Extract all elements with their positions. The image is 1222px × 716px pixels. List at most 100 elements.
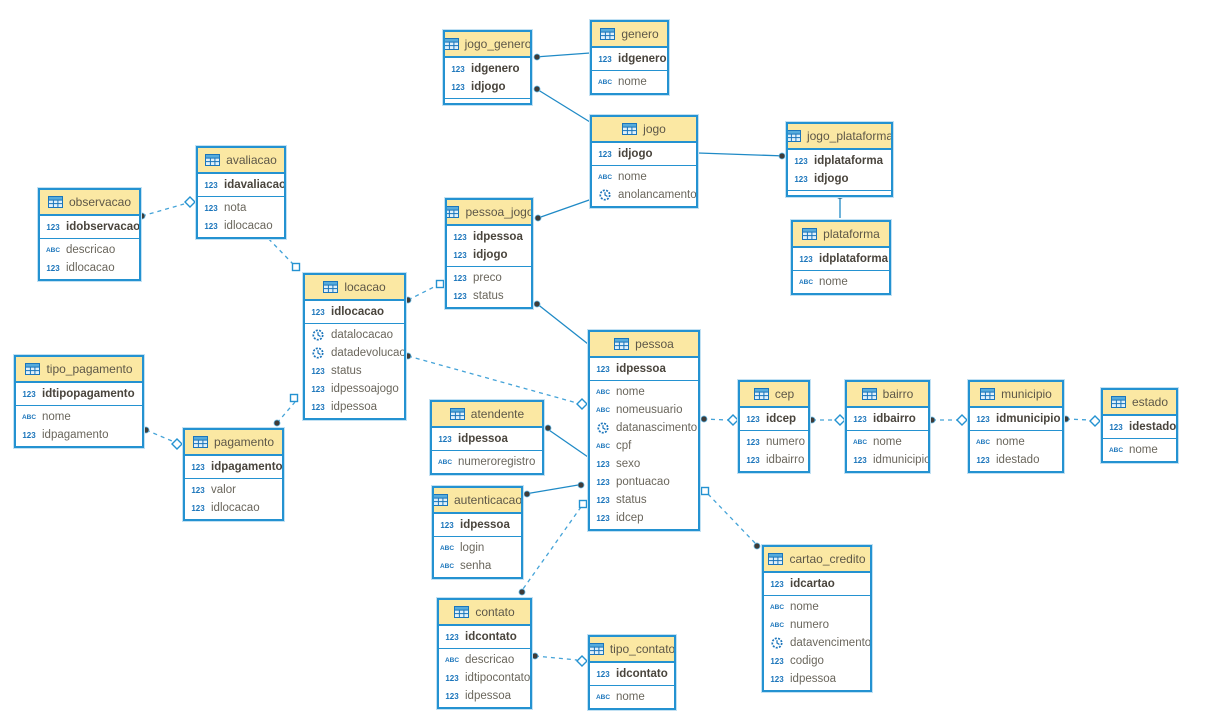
relation-municipio-estado[interactable]	[1065, 418, 1091, 421]
column-name: idlocacao	[331, 306, 385, 318]
dot-marker	[533, 53, 541, 61]
relation-atendente-pessoa[interactable]	[545, 427, 589, 458]
text-type-icon: ABC	[439, 544, 455, 552]
numeric-type-icon: 123	[794, 174, 808, 184]
table-icon	[802, 228, 818, 240]
entity-header[interactable]: locacao	[305, 275, 404, 301]
numeric-type-icon: 123	[596, 513, 610, 523]
entity-header[interactable]: observacao	[40, 190, 139, 216]
relation-jogo-pessoa_jogo[interactable]	[537, 198, 593, 219]
entity-header[interactable]: pagamento	[185, 430, 282, 456]
entity-header[interactable]: avaliacao	[198, 148, 284, 174]
entity-header[interactable]: pessoa	[590, 332, 698, 358]
relation-cartao_credito-pessoa[interactable]	[707, 493, 756, 544]
column-name: nome	[42, 411, 71, 423]
numeric-type-icon: 123	[770, 579, 784, 589]
entity-header[interactable]: atendente	[432, 402, 542, 428]
entity-header[interactable]: autenticacao	[434, 488, 521, 514]
relation-pessoa_jogo-pessoa[interactable]	[535, 302, 589, 345]
column-name: idplataforma	[814, 155, 884, 167]
column-name: status	[473, 290, 504, 302]
table-icon	[445, 38, 459, 50]
entity-header[interactable]: jogo_genero	[445, 32, 530, 58]
entity-header[interactable]: estado	[1103, 390, 1176, 416]
numeric-type-icon: 123	[438, 434, 452, 444]
relation-autenticacao-pessoa[interactable]	[524, 483, 585, 495]
relation-contato-pessoa[interactable]	[522, 506, 582, 590]
dot-marker	[577, 481, 585, 489]
relation-locacao-pessoa[interactable]	[407, 355, 578, 404]
entity-header[interactable]: municipio	[970, 382, 1062, 408]
relation-pagamento-locacao[interactable]	[276, 401, 296, 424]
column-name: numeroregistro	[458, 456, 536, 468]
entity-header[interactable]: jogo	[592, 117, 696, 143]
column-name: idjogo	[473, 249, 508, 261]
entity-header[interactable]: tipo_contato	[590, 637, 674, 663]
entity-header[interactable]: jogo_plataforma	[788, 124, 891, 150]
entity-header[interactable]: cep	[740, 382, 808, 408]
column-name: idmunicipio	[873, 454, 928, 466]
entity-header[interactable]: pessoa_jogo	[447, 200, 531, 226]
relation-observacao-avaliacao[interactable]	[141, 203, 185, 217]
entity-header[interactable]: plataforma	[793, 222, 889, 248]
text-type-icon: ABC	[21, 413, 37, 421]
relation-jogo_genero-jogo[interactable]	[534, 87, 591, 123]
entity-header[interactable]: cartao_credito	[764, 547, 870, 573]
entity-header[interactable]: tipo_pagamento	[16, 357, 142, 383]
relation-contato-tipo_contato[interactable]	[534, 655, 578, 661]
entity-title: estado	[1131, 395, 1169, 409]
relation-jogo_genero-genero[interactable]	[534, 52, 591, 58]
date-type-icon	[769, 637, 785, 649]
entity-header[interactable]: contato	[439, 600, 530, 626]
table-icon	[614, 338, 630, 350]
relation-avaliacao-locacao[interactable]	[262, 232, 294, 265]
table-icon	[768, 553, 784, 565]
entity-header[interactable]: bairro	[847, 382, 928, 408]
entity-header[interactable]: genero	[592, 22, 667, 48]
relation-tipo_pagamento-pagamento[interactable]	[145, 429, 173, 442]
relation-jogo-jogo_plataforma[interactable]	[697, 152, 787, 157]
diamond-marker	[576, 655, 588, 667]
column-name: nome	[616, 691, 645, 703]
relation-locacao-pessoa_jogo[interactable]	[407, 285, 437, 301]
